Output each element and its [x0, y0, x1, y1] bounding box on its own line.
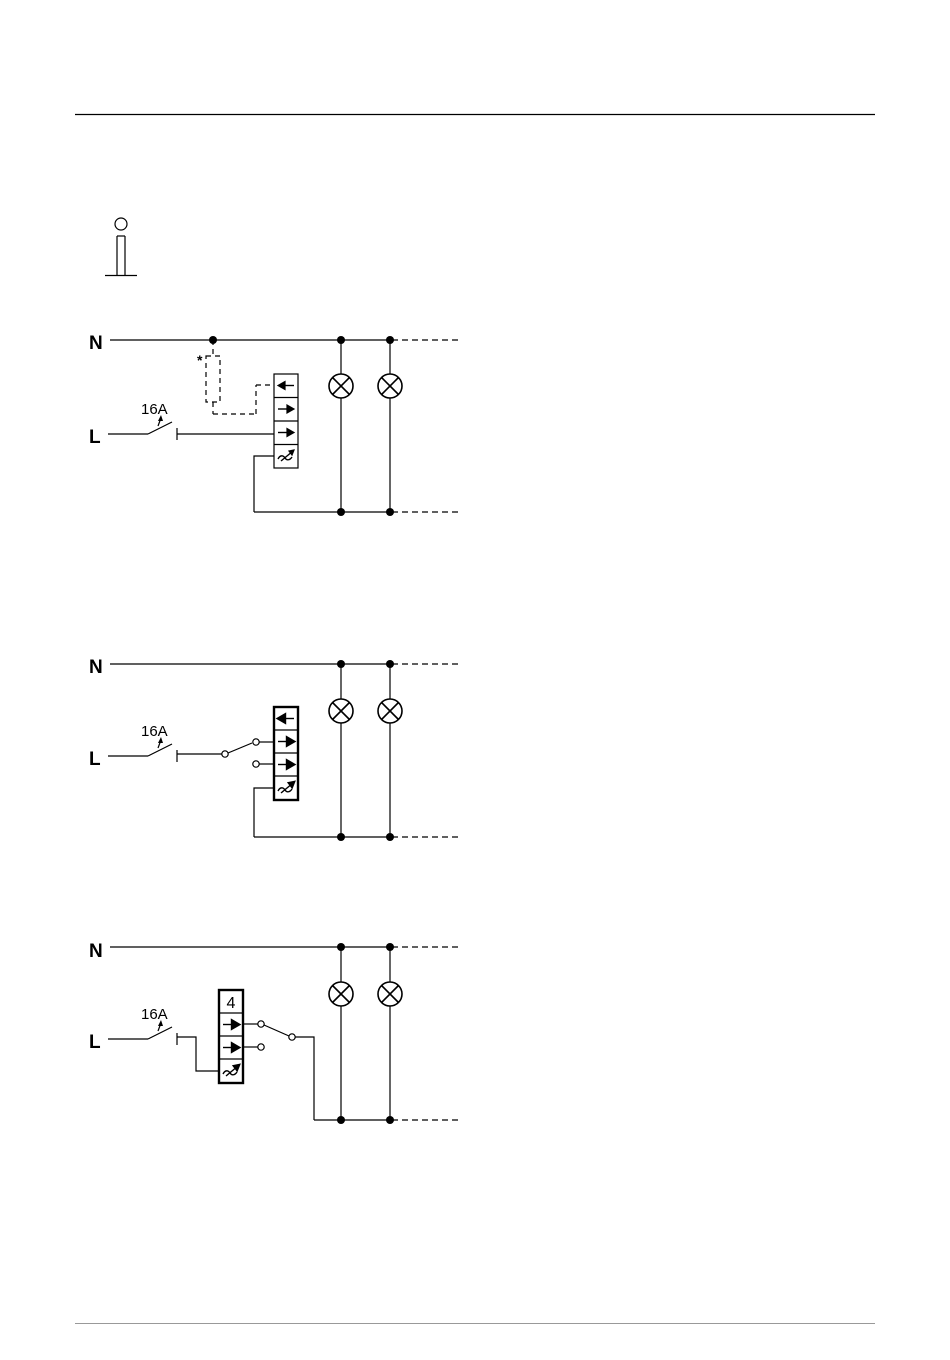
lamp-icon [329, 982, 353, 1006]
junction-dots [337, 660, 394, 841]
lamp-icon [378, 982, 402, 1006]
changeover-switch [222, 739, 274, 767]
terminal-number: 4 [227, 995, 236, 1012]
load-wire [254, 456, 274, 512]
neutral-label: N [89, 657, 103, 678]
pushbutton-dashed [206, 340, 274, 414]
footnote-mark: * [197, 352, 203, 368]
info-icon [105, 218, 137, 276]
wiring-diagram-1: N L 16A * [89, 333, 458, 516]
terminal-block [274, 707, 298, 800]
line-label: L [89, 427, 101, 448]
junction-dots [209, 336, 394, 516]
line-label: L [89, 1032, 101, 1053]
fuse-rating-label: 16A [141, 401, 168, 418]
fuse-rating-label: 16A [141, 1006, 168, 1023]
junction-dots [337, 943, 394, 1124]
fuse-rating-label: 16A [141, 723, 168, 740]
fuse-switch [108, 737, 177, 762]
fuse-switch [108, 415, 177, 440]
lamp-icon [329, 699, 353, 723]
neutral-label: N [89, 941, 103, 962]
changeover-switch [243, 1021, 314, 1120]
wiring-diagram-2: N L 16A [89, 657, 458, 841]
terminal-block [274, 374, 298, 468]
lamp-icon [378, 374, 402, 398]
terminal-block: 4 [219, 990, 243, 1083]
lamp-icon [329, 374, 353, 398]
fuse-switch [108, 1020, 177, 1045]
lamp-icon [378, 699, 402, 723]
neutral-label: N [89, 333, 103, 354]
wiring-diagram-3: N L 16A 4 [89, 941, 458, 1124]
line-label: L [89, 749, 101, 770]
